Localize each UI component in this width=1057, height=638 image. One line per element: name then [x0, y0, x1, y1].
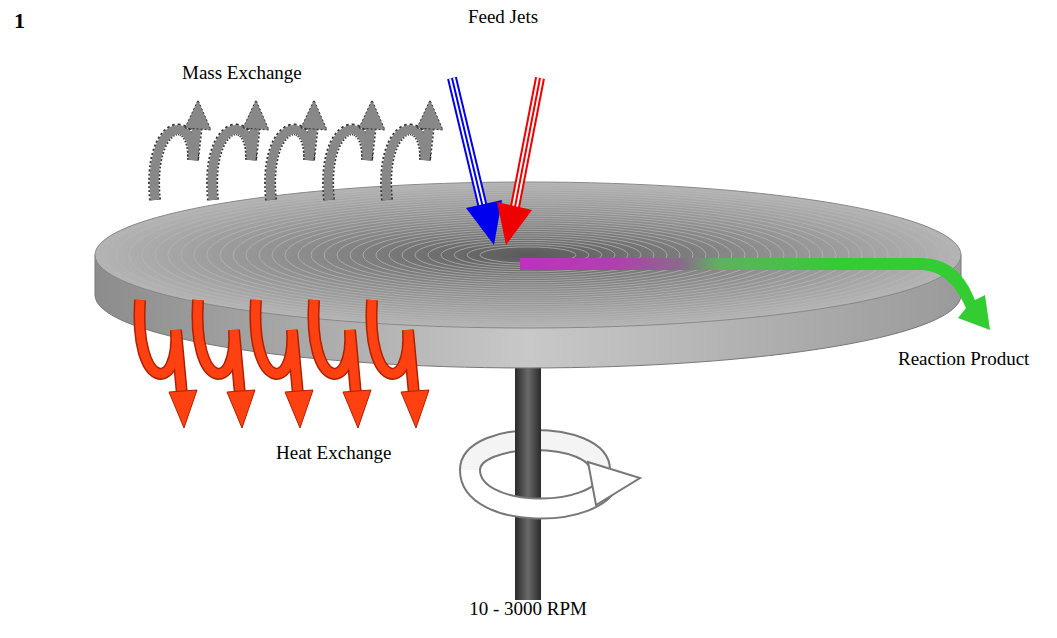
- groove: [337, 223, 719, 287]
- groove: [233, 205, 823, 304]
- groove: [181, 196, 875, 313]
- groove: [311, 218, 745, 291]
- groove: [116, 186, 940, 325]
- groove: [129, 188, 927, 323]
- speed-label: 10 - 3000 RPM: [469, 598, 587, 620]
- mass-loop-outline: [154, 125, 197, 200]
- feed-jet-red: [497, 78, 540, 245]
- groove: [350, 225, 706, 285]
- product-stream: [520, 258, 840, 270]
- mass-arrowhead: [359, 100, 385, 130]
- heat-arrowhead: [285, 390, 313, 428]
- heat-exchange-label: Heat Exchange: [276, 442, 392, 464]
- groove: [259, 210, 797, 301]
- heat-loop-outline: [371, 300, 414, 395]
- rotation-arrowhead: [588, 462, 640, 505]
- heat-arrowhead: [169, 390, 197, 428]
- groove: [155, 192, 901, 318]
- mass-exchange-arrows: [154, 100, 443, 200]
- heat-loop-outline: [255, 300, 298, 395]
- heat-loop: [197, 300, 240, 395]
- figure-number: 1: [14, 8, 25, 33]
- groove: [285, 214, 771, 296]
- mass-arrowhead: [185, 100, 211, 130]
- groove: [194, 199, 862, 312]
- mass-arrowhead: [301, 100, 327, 130]
- mass-loop: [212, 125, 255, 200]
- mass-loop: [386, 125, 429, 200]
- groove: [298, 216, 758, 294]
- rotation-band-front: [470, 470, 610, 509]
- disc-top: [95, 182, 961, 328]
- groove: [246, 207, 810, 302]
- heat-arrowhead: [343, 390, 371, 428]
- heat-loop: [255, 300, 298, 395]
- heat-arrowhead: [401, 390, 429, 428]
- mass-exchange-label: Mass Exchange: [182, 62, 302, 84]
- product-label: Reaction Product: [898, 348, 1029, 370]
- heat-loop: [313, 300, 356, 395]
- groove: [168, 194, 888, 315]
- jet-label: Feed Jets: [468, 6, 538, 28]
- mass-loop: [154, 125, 197, 200]
- groove: [220, 203, 836, 307]
- heat-loop: [371, 300, 414, 395]
- disc-grooves: [103, 183, 953, 326]
- rotation-band-front-fill: [470, 470, 610, 509]
- groove: [272, 212, 784, 298]
- mass-loop-outline: [386, 125, 429, 200]
- groove: [376, 229, 680, 280]
- mass-loop: [270, 125, 313, 200]
- heat-loop-outline: [197, 300, 240, 395]
- groove: [207, 201, 849, 309]
- heat-loop-outline: [313, 300, 356, 395]
- mass-loop-outline: [212, 125, 255, 200]
- feed-jet-blue: [452, 78, 502, 245]
- groove: [103, 183, 953, 326]
- heat-loop-outline: [139, 300, 182, 395]
- heat-exchange-arrows: [139, 300, 429, 428]
- groove: [363, 227, 693, 283]
- groove: [324, 221, 732, 290]
- groove: [389, 232, 667, 279]
- mass-arrowhead: [243, 100, 269, 130]
- product-outlet-arrow: [838, 258, 990, 330]
- heat-loop: [139, 300, 182, 395]
- mass-loop-outline: [270, 125, 313, 200]
- mass-loop-outline: [328, 125, 371, 200]
- mass-arrowhead: [417, 100, 443, 130]
- heat-arrowhead: [227, 390, 255, 428]
- mass-loop: [328, 125, 371, 200]
